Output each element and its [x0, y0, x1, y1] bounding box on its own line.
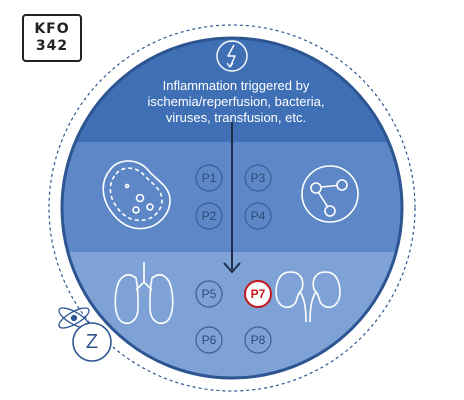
node-p8: [244, 326, 272, 354]
label-p4: P4: [250, 209, 266, 223]
node-p7: [244, 280, 272, 308]
z-badge-ring: [72, 322, 112, 362]
label-p2: P2: [201, 209, 217, 223]
cell-icon: [102, 160, 171, 230]
label-p1: P1: [201, 171, 217, 185]
inflammation-description: Inflammation triggered by ischemia/reper…: [108, 78, 364, 126]
label-p7: P7: [250, 287, 266, 301]
description-line-2: ischemia/reperfusion, bacteria,: [147, 94, 325, 109]
node-p4: [244, 202, 272, 230]
description-line-3: viruses, transfusion, etc.: [165, 110, 307, 125]
z-badge-letter: Z: [85, 331, 99, 353]
lightning-icon: [216, 40, 248, 72]
molecule-icon: [301, 165, 359, 223]
project-nodes: [195, 164, 272, 354]
node-p5: [195, 280, 223, 308]
circle-border: [60, 36, 404, 380]
logo-line-1: KFO: [34, 21, 70, 37]
node-p3: [244, 164, 272, 192]
label-p6: P6: [201, 333, 217, 347]
node-p6: [195, 326, 223, 354]
band-middle: [62, 142, 402, 252]
flow-arrow: [223, 122, 241, 274]
logo-line-2: 342: [35, 38, 69, 54]
node-p1: [195, 164, 223, 192]
kfo-logo: KFO 342: [22, 14, 82, 62]
node-p2: [195, 202, 223, 230]
outer-dashed-ring: [48, 24, 416, 392]
description-line-1: Inflammation triggered by: [162, 78, 310, 93]
lungs-icon: [114, 262, 174, 324]
kidneys-icon: [275, 271, 341, 323]
label-p3: P3: [250, 171, 266, 185]
label-p5: P5: [201, 287, 217, 301]
label-p8: P8: [250, 333, 266, 347]
band-bottom: [62, 252, 402, 378]
